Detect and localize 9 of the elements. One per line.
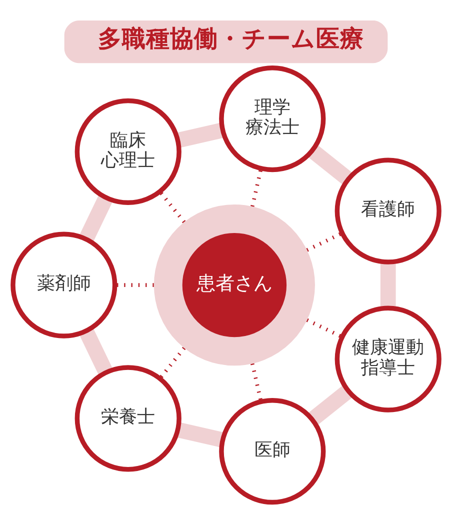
node-circle: 看護師 — [334, 158, 442, 264]
node-circle: 患者さん — [154, 204, 315, 366]
node-circle: 栄養士 — [74, 365, 182, 472]
node-circle: 薬剤師 — [10, 232, 118, 338]
diagram-title: 多職種協働・チーム医療 — [98, 24, 364, 53]
node-circle: 臨床心理士 — [74, 98, 182, 206]
node-circle: 理学療法士 — [219, 65, 326, 172]
node-circle: 健康運動指導士 — [334, 306, 442, 412]
node-circle: 医師 — [219, 398, 326, 505]
